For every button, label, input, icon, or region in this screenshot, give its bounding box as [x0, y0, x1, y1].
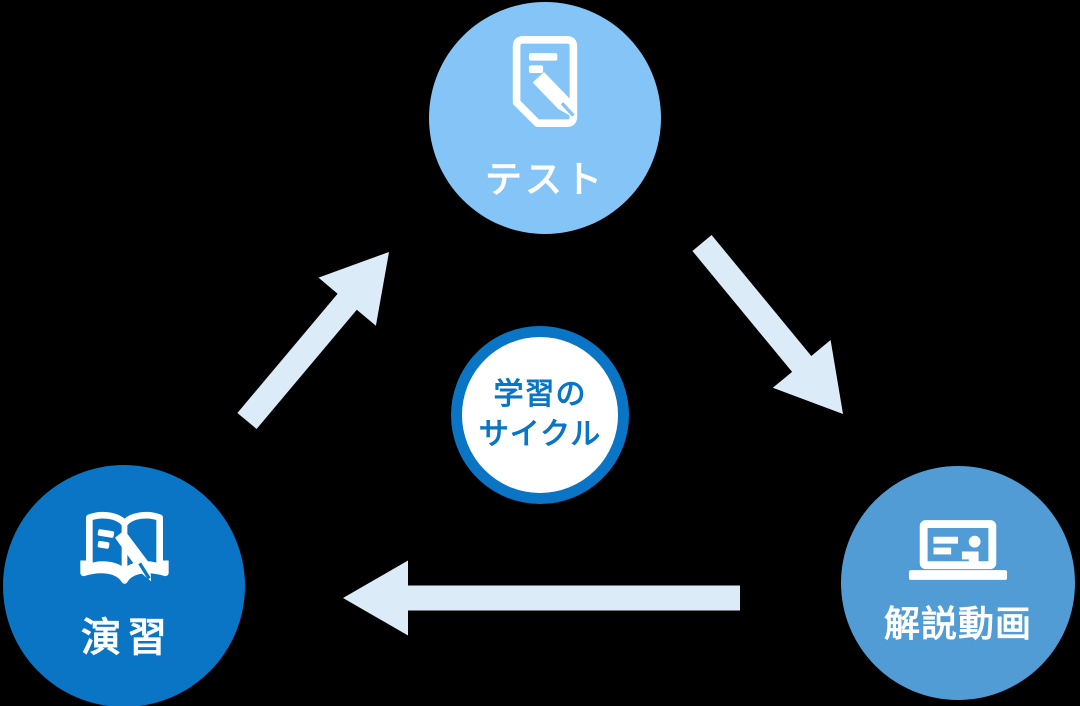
arrow-practice-to-test: [237, 252, 389, 429]
arrow-video-to-practice: [343, 560, 740, 636]
node-practice: 演習: [3, 465, 245, 706]
center-title-line1: 学習の: [493, 378, 587, 412]
book-pen-icon: [79, 511, 169, 584]
node-practice-label: 演習: [81, 616, 173, 660]
screen-presenter-icon: [908, 520, 1008, 580]
node-test: テスト: [429, 2, 661, 234]
arrow-test-to-video: [692, 235, 843, 414]
center-title: 学習の サイクル: [479, 375, 602, 454]
center-circle: 学習の サイクル: [451, 326, 629, 504]
document-pen-icon: [512, 35, 578, 127]
center-title-line2: サイクル: [478, 418, 602, 451]
node-test-label: テスト: [485, 158, 605, 200]
node-video: 解説動画: [841, 466, 1075, 700]
node-video-label: 解説動画: [883, 603, 1032, 644]
